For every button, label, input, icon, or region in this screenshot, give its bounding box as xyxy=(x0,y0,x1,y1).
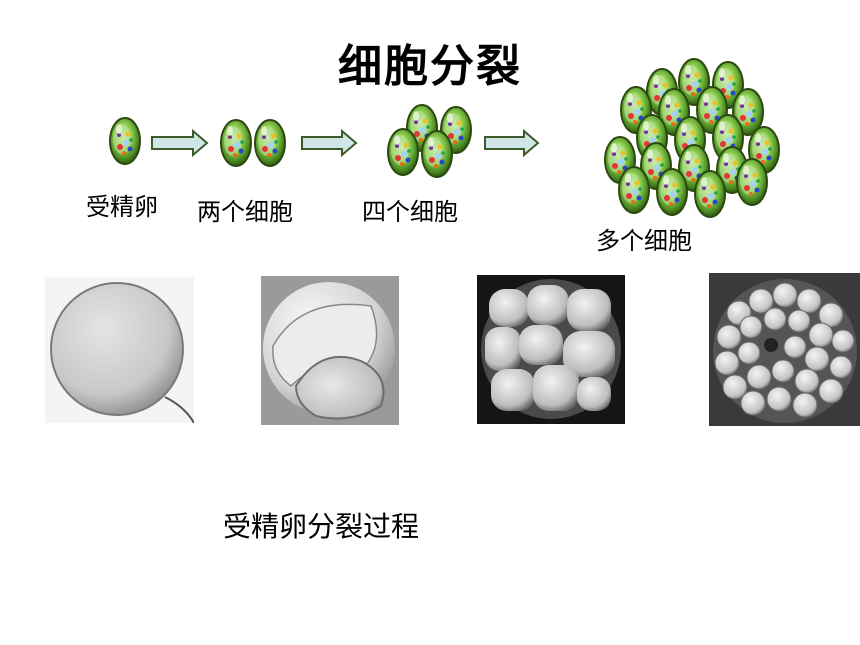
stage-label-many-cells: 多个细胞 xyxy=(596,227,692,255)
arrow-icon xyxy=(151,128,209,158)
two-cell-stage xyxy=(220,119,286,167)
micrograph-morula xyxy=(709,273,860,426)
four-cell-stage xyxy=(387,104,472,178)
stage-label-four-cells: 四个细胞 xyxy=(362,198,458,226)
page-title: 细胞分裂 xyxy=(338,41,522,92)
micrograph-eight-cell xyxy=(477,275,625,424)
arrow-icon xyxy=(484,128,540,158)
micrograph-one-cell xyxy=(45,277,194,423)
zygote-cell xyxy=(109,117,141,165)
multicell-cluster xyxy=(604,58,780,218)
figure-caption: 受精卵分裂过程 xyxy=(223,510,420,543)
micrograph-two-cell xyxy=(261,276,399,425)
stage-label-two-cells: 两个细胞 xyxy=(197,198,293,226)
arrow-icon xyxy=(301,128,358,158)
stage-label-zygote: 受精卵 xyxy=(86,193,158,221)
